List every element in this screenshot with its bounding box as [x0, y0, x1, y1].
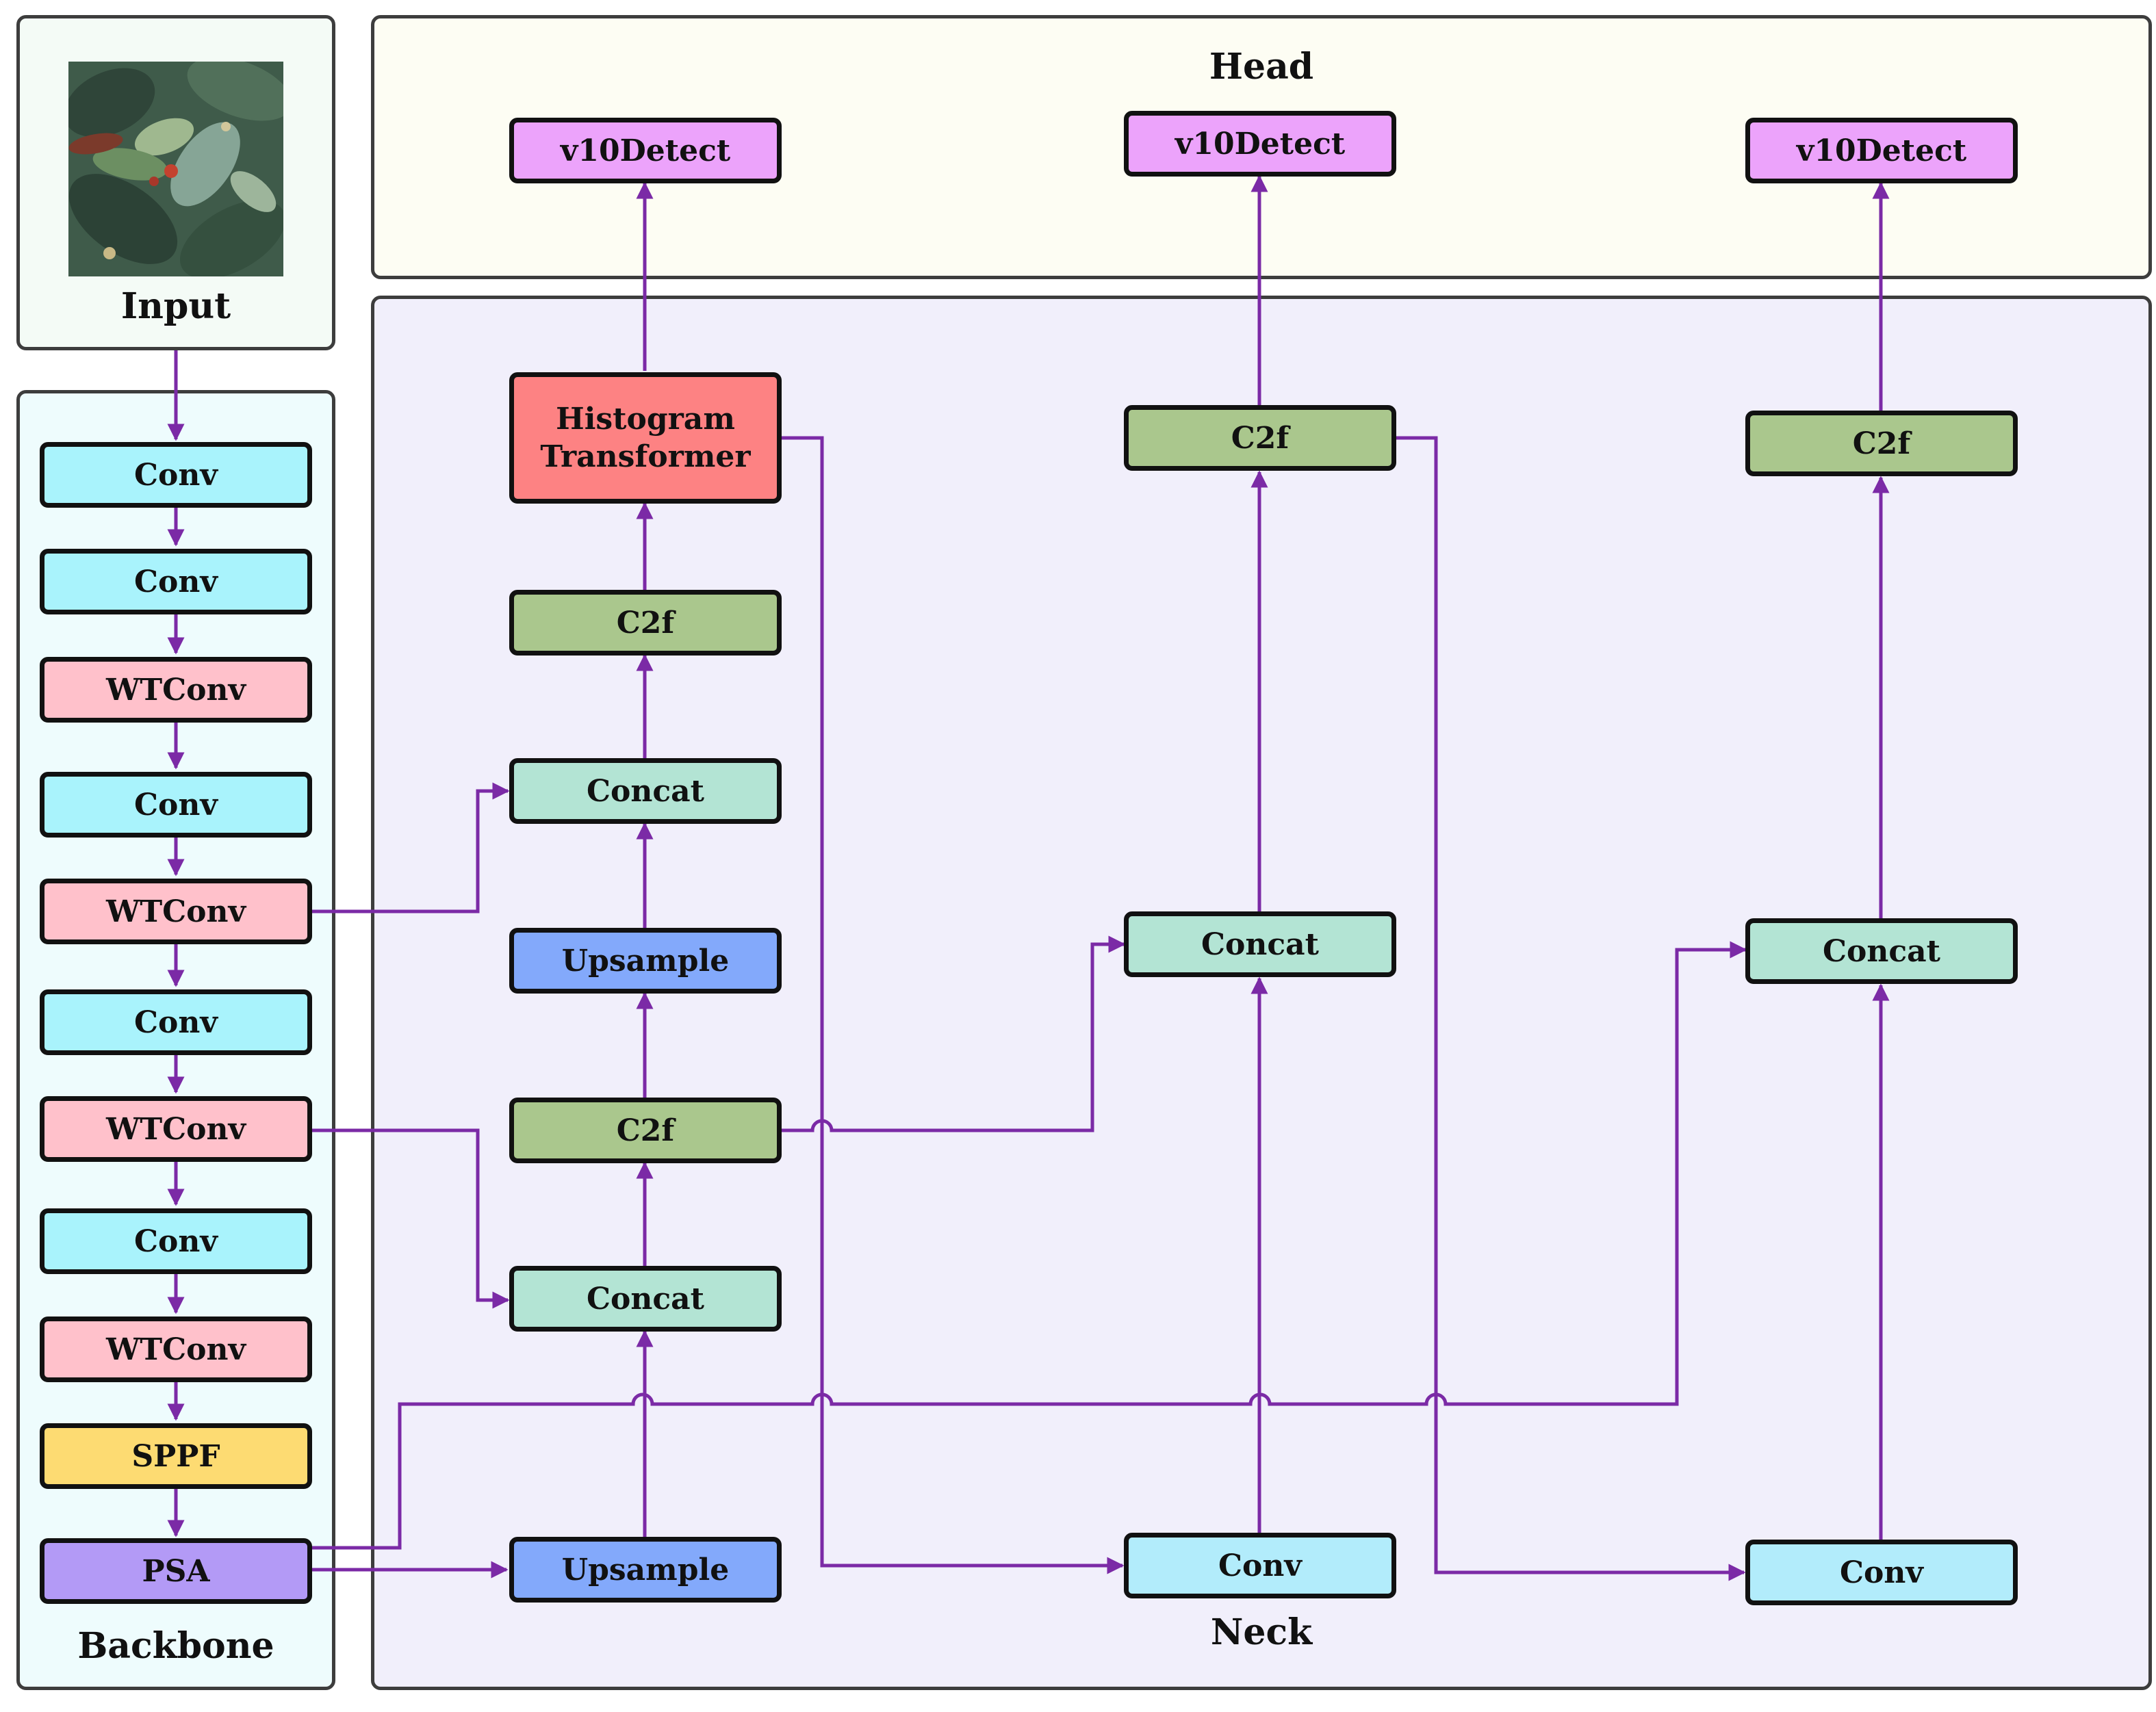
backbone-wtconv-4: WTConv [40, 1317, 312, 1382]
neck-histogram-transformer: Histogram Transformer [509, 372, 782, 504]
backbone-wtconv-3: WTConv [40, 1096, 312, 1162]
neck-panel-title: Neck [1210, 1611, 1313, 1653]
neck-col3-conv: Conv [1745, 1540, 2018, 1605]
neck-concat-bottom: Concat [509, 1266, 782, 1332]
head-v10detect-1: v10Detect [509, 118, 782, 183]
backbone-conv-4: Conv [40, 989, 312, 1055]
backbone-psa: PSA [40, 1538, 312, 1604]
head-v10detect-2: v10Detect [1124, 111, 1396, 177]
backbone-wtconv-2: WTConv [40, 879, 312, 944]
backbone-conv-1: Conv [40, 442, 312, 508]
neck-col3-c2f: C2f [1745, 411, 2018, 476]
neck-c2f-mid: C2f [509, 1098, 782, 1163]
backbone-conv-5: Conv [40, 1208, 312, 1274]
neck-concat-top: Concat [509, 758, 782, 824]
neck-upsample-top: Upsample [509, 928, 782, 994]
input-panel-title: Input [120, 285, 231, 327]
neck-upsample-bottom: Upsample [509, 1537, 782, 1603]
neck-col2-c2f: C2f [1124, 405, 1396, 471]
input-leaf-image [68, 62, 283, 276]
neck-c2f-top: C2f [509, 590, 782, 656]
backbone-wtconv-1: WTConv [40, 657, 312, 723]
neck-col2-concat: Concat [1124, 911, 1396, 977]
neck-col2-conv: Conv [1124, 1533, 1396, 1598]
backbone-sppf: SPPF [40, 1423, 312, 1489]
backbone-conv-3: Conv [40, 772, 312, 838]
head-panel-title: Head [1209, 46, 1314, 88]
neck-col3-concat: Concat [1745, 918, 2018, 984]
backbone-conv-2: Conv [40, 549, 312, 614]
head-v10detect-3: v10Detect [1745, 118, 2018, 183]
backbone-panel-title: Backbone [77, 1625, 274, 1667]
